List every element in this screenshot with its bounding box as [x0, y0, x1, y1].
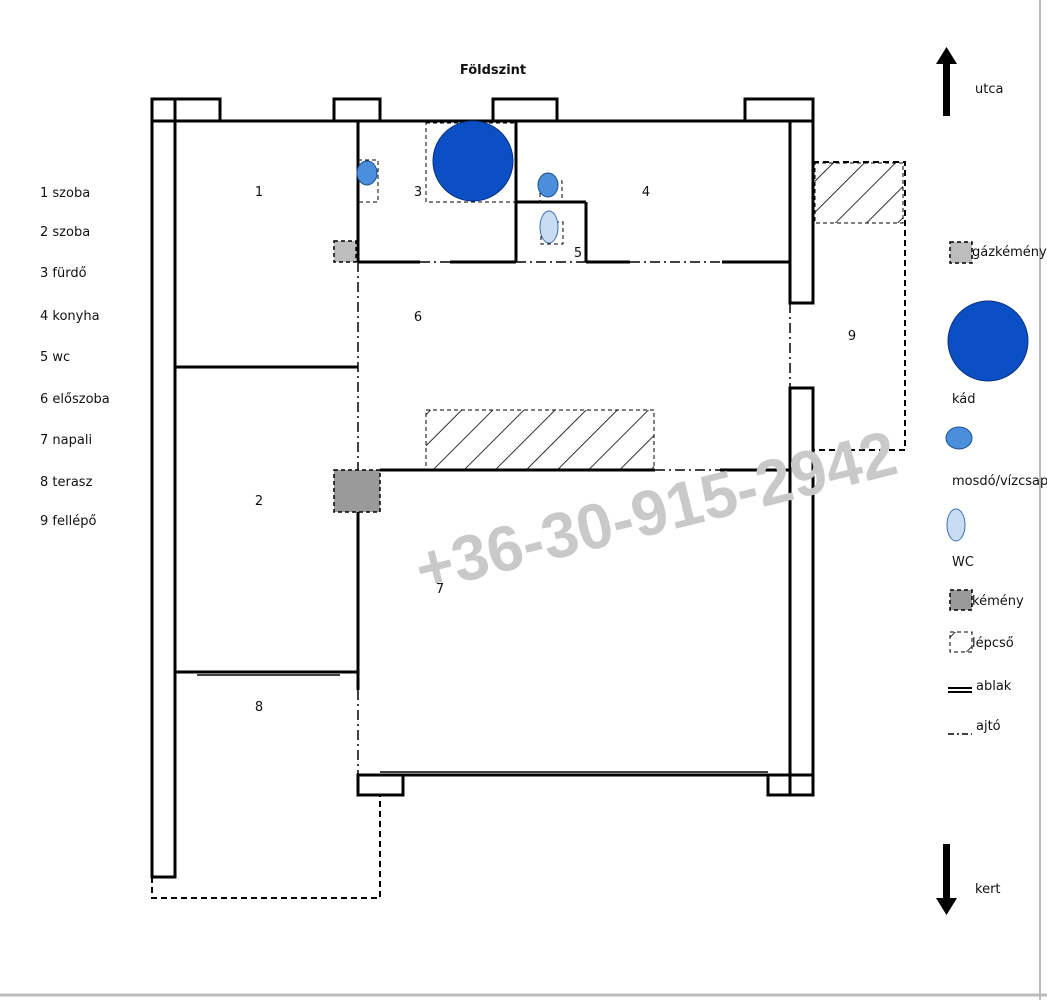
legend-gas-chimney-icon	[949, 241, 973, 264]
room-number-8: 8	[255, 700, 263, 715]
gas-chimney	[333, 240, 357, 263]
direction-street-label: utca	[975, 82, 1003, 97]
arrow-down-icon	[936, 844, 957, 915]
room-list-item: 4 konyha	[40, 309, 100, 324]
legend-chimney-icon	[949, 589, 973, 611]
legend-sink-icon	[945, 426, 973, 450]
room-list-item: 1 szoba	[40, 186, 90, 201]
legend-bathtub-label: kád	[952, 392, 976, 407]
room-list-item: 2 szoba	[40, 225, 90, 240]
arrow-up-icon	[936, 47, 957, 116]
toilet	[539, 210, 559, 244]
page-title: Földszint	[460, 63, 526, 78]
room-list-item: 8 terasz	[40, 475, 93, 490]
sink-bathroom	[356, 160, 378, 186]
chimney	[333, 469, 381, 513]
room-list-item: 7 napali	[40, 433, 92, 448]
direction-garden-label: kert	[975, 882, 1001, 897]
legend-chimney-label: kémény	[972, 594, 1024, 609]
sink-outline	[357, 159, 379, 203]
legend: gázkémény kád mosdó/vízcsap WC kémény lé…	[945, 241, 1047, 735]
legend-window-label: ablak	[976, 679, 1012, 694]
legend-door-label: ajtó	[976, 719, 1001, 734]
room-number-5: 5	[574, 246, 582, 261]
room-numbers: 1 2 3 4 5 6 7 8 9	[255, 185, 856, 715]
room-list: 1 szoba 2 szoba 3 fürdő 4 konyha 5 wc 6 …	[40, 186, 110, 529]
legend-stairs-icon	[949, 631, 973, 653]
room-number-6: 6	[414, 310, 422, 325]
room-number-1: 1	[255, 185, 263, 200]
room-list-item: 6 előszoba	[40, 392, 110, 407]
front-step-outline	[813, 161, 906, 451]
room-list-item: 9 fellépő	[40, 514, 96, 529]
legend-gas-chimney-label: gázkémény	[972, 245, 1047, 260]
room-number-7: 7	[436, 582, 444, 597]
legend-stairs-label: lépcső	[972, 636, 1014, 651]
room-number-3: 3	[414, 185, 422, 200]
terrace-outline	[151, 795, 381, 899]
legend-sink-label: mosdó/vízcsap	[952, 474, 1047, 489]
room-number-4: 4	[642, 185, 650, 200]
room-number-2: 2	[255, 494, 263, 509]
stairs-inside	[425, 409, 655, 470]
sink-kitchen	[537, 172, 559, 198]
stairs-outside	[814, 162, 904, 224]
legend-toilet-label: WC	[952, 555, 974, 570]
bathtub	[432, 120, 514, 202]
room-number-9: 9	[848, 329, 856, 344]
legend-bathtub-icon	[947, 300, 1029, 382]
room-list-item: 3 fürdő	[40, 266, 87, 281]
legend-window-icon	[948, 687, 972, 693]
legend-toilet-icon	[946, 508, 966, 542]
doors	[357, 261, 791, 775]
room-list-item: 5 wc	[40, 350, 70, 365]
